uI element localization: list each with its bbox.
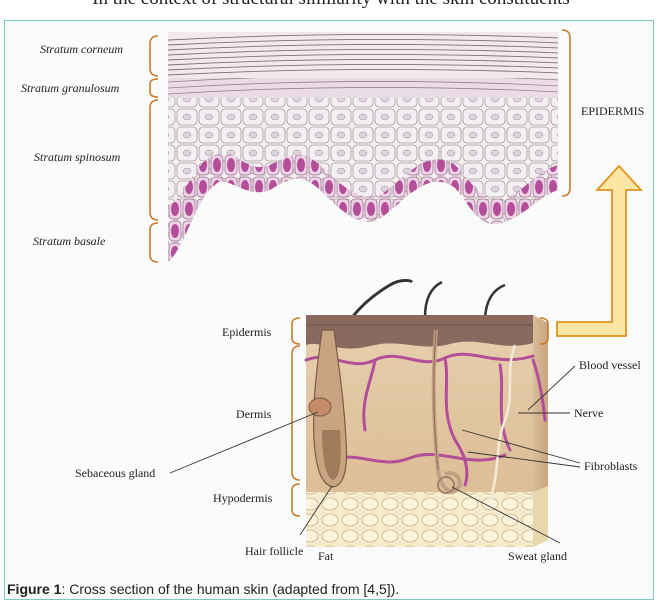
label-hair-follicle: Hair follicle bbox=[245, 544, 303, 559]
label-stratum-basale: Stratum basale bbox=[33, 234, 105, 249]
label-nerve: Nerve bbox=[574, 406, 603, 421]
label-stratum-spinosum: Stratum spinosum bbox=[34, 150, 120, 165]
label-stratum-granulosum: Stratum granulosum bbox=[21, 81, 119, 96]
skin-cross-section bbox=[306, 280, 548, 547]
label-fat: Fat bbox=[318, 549, 333, 564]
label-blood-vessel: Blood vessel bbox=[579, 358, 641, 373]
label-dermis: Dermis bbox=[236, 407, 271, 422]
epidermis-layers-illustration bbox=[168, 32, 560, 275]
figure-caption-text: : Cross section of the human skin (adapt… bbox=[61, 581, 399, 597]
figure-caption: Figure 1: Cross section of the human ski… bbox=[7, 581, 399, 597]
label-hypodermis: Hypodermis bbox=[213, 491, 272, 506]
label-stratum-corneum: Stratum corneum bbox=[40, 42, 123, 57]
figure-label: Figure 1 bbox=[7, 581, 61, 597]
label-fibroblasts: Fibroblasts bbox=[584, 459, 637, 474]
label-sweat-gland: Sweat gland bbox=[508, 549, 567, 564]
label-sebaceous-gland: Sebaceous gland bbox=[75, 466, 155, 481]
label-epidermis: Epidermis bbox=[222, 325, 271, 340]
label-epidermis-group: EPIDERMIS bbox=[581, 104, 644, 119]
